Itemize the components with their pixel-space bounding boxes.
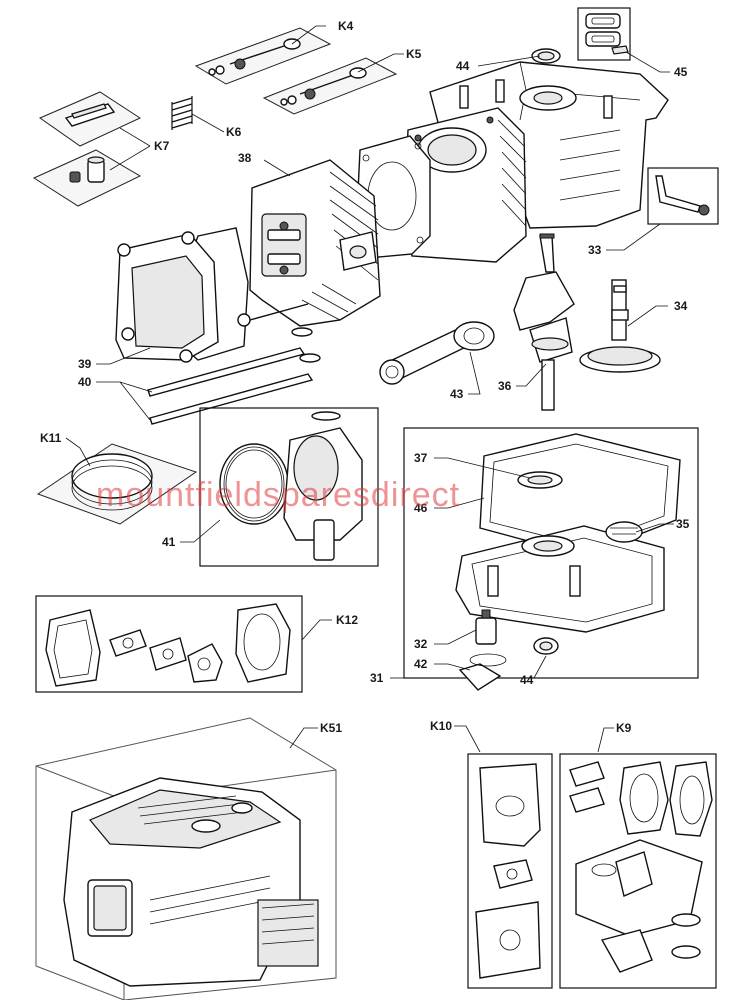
k10-gasket-kit xyxy=(467,753,553,989)
label-39: 39 xyxy=(78,357,92,371)
part-number-labels: K4 K5 K6 K7 38 44 45 33 34 43 36 39 40 K… xyxy=(40,19,690,735)
part-45-gasket-set xyxy=(577,7,631,61)
label-38: 38 xyxy=(238,151,252,165)
part-36-crankshaft xyxy=(513,233,575,411)
label-k10: K10 xyxy=(430,719,452,733)
label-44-bottom: 44 xyxy=(520,673,534,687)
watermark-text: mountfieldsparesdirect xyxy=(96,476,460,514)
label-k6: K6 xyxy=(226,125,242,139)
label-41: 41 xyxy=(162,535,176,549)
label-34: 34 xyxy=(674,299,688,313)
label-42: 42 xyxy=(414,657,428,671)
label-33: 33 xyxy=(588,243,602,257)
leader-lines xyxy=(65,25,674,753)
label-k51: K51 xyxy=(320,721,342,735)
label-k5: K5 xyxy=(406,47,422,61)
k6-valve-spring xyxy=(171,96,193,130)
part-44-oil-seal-top xyxy=(531,48,561,64)
k5-valve-kit xyxy=(262,57,398,115)
k11-piston-ring-set xyxy=(36,443,198,525)
engine-block xyxy=(403,61,669,263)
k7-valve-guide-kit xyxy=(32,91,142,207)
label-43: 43 xyxy=(450,387,464,401)
k12-gasket-set xyxy=(35,595,303,693)
label-k9: K9 xyxy=(616,721,632,735)
label-45: 45 xyxy=(674,65,688,79)
label-k7: K7 xyxy=(154,139,170,153)
label-31: 31 xyxy=(370,671,384,685)
k9-full-gasket-set xyxy=(559,753,717,989)
label-k11: K11 xyxy=(40,431,62,445)
part-43-connecting-rod xyxy=(379,321,495,385)
part-41-piston-assembly xyxy=(199,407,379,567)
part-34-camshaft xyxy=(579,279,661,373)
label-44-top: 44 xyxy=(456,59,470,73)
label-36: 36 xyxy=(498,379,512,393)
label-37: 37 xyxy=(414,451,428,465)
part-33-governor-arm xyxy=(647,167,719,225)
label-k12: K12 xyxy=(336,613,358,627)
label-k4: K4 xyxy=(338,19,354,33)
k51-short-block-engine xyxy=(35,717,337,1000)
label-32: 32 xyxy=(414,637,428,651)
part-40-push-rods xyxy=(147,327,321,425)
part-38-cylinder-head xyxy=(249,159,381,327)
k4-valve-kit xyxy=(194,27,332,85)
label-35: 35 xyxy=(676,517,690,531)
label-46: 46 xyxy=(414,501,428,515)
part-39-rocker-cover xyxy=(115,227,309,363)
label-40: 40 xyxy=(78,375,92,389)
part-31-sump-assembly xyxy=(403,427,699,691)
